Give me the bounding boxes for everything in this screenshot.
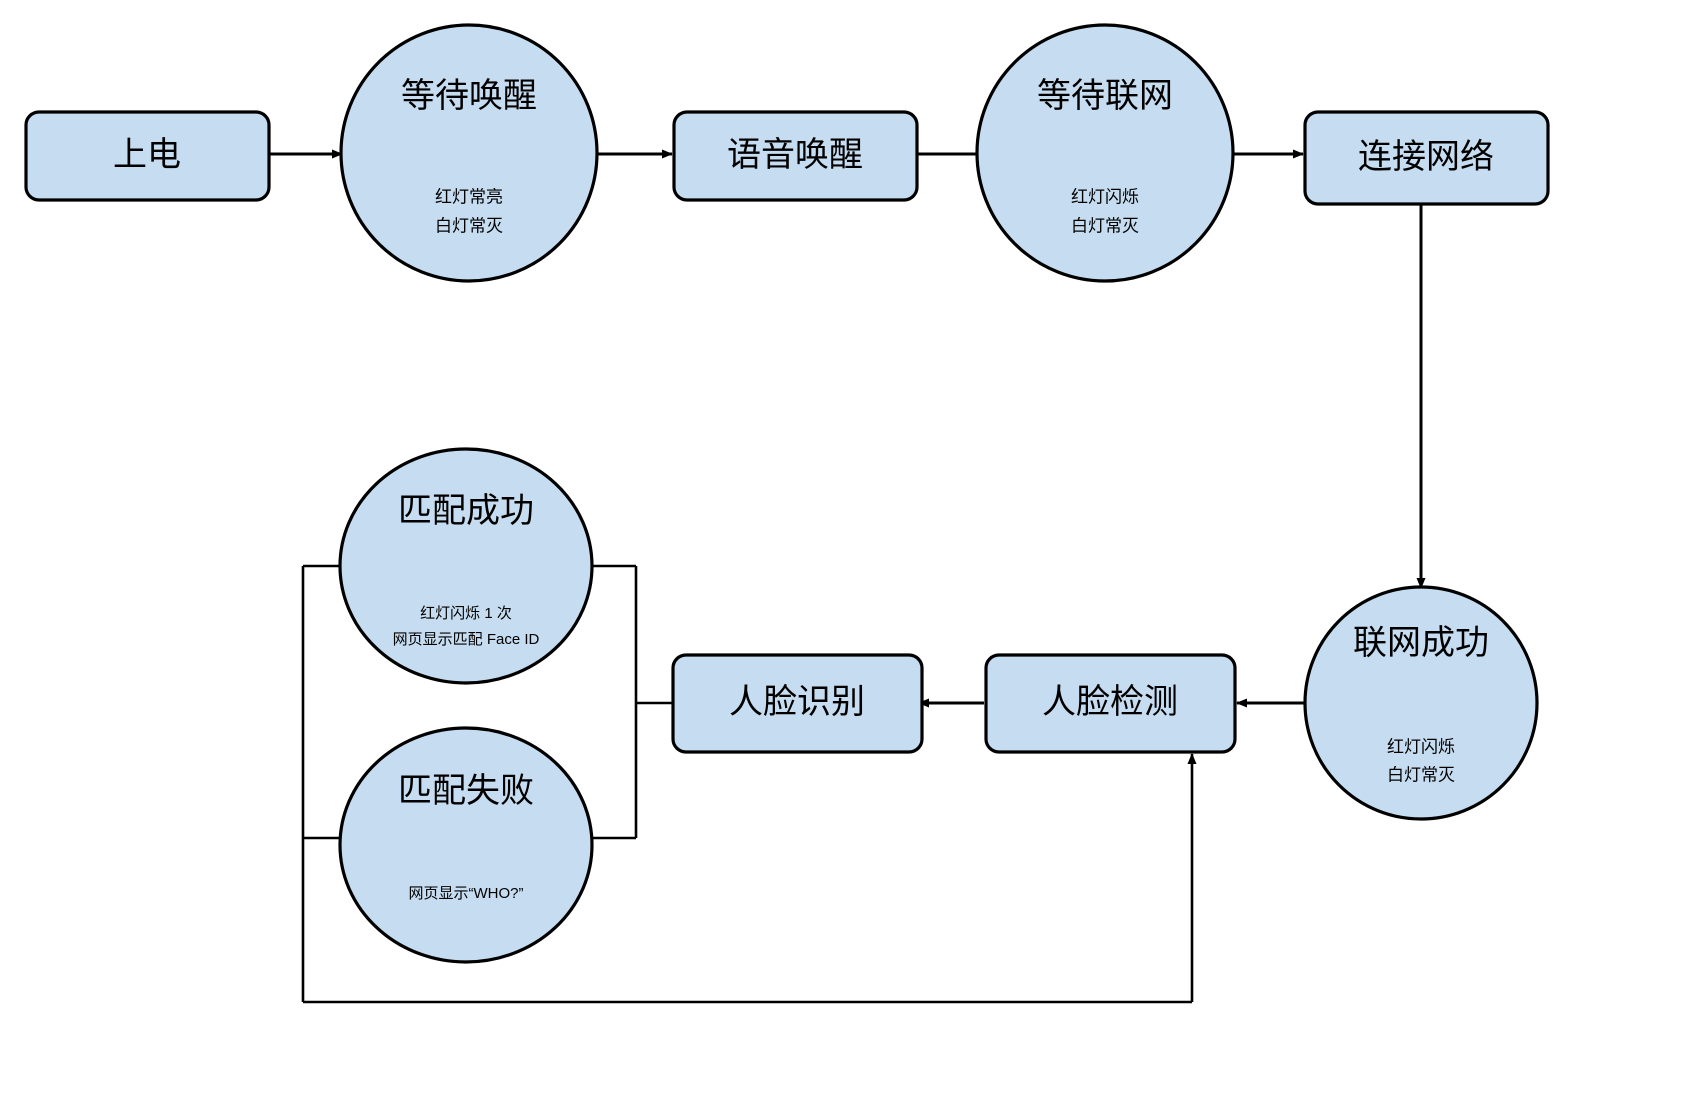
node-network-success-sub-2: 白灯常灭 [1387,765,1455,784]
node-network-success-shape[interactable] [1303,585,1539,821]
node-match-fail-shape[interactable] [338,726,594,964]
node-voice-wakeup-label: 语音唤醒 [727,136,863,174]
node-power-on-label: 上电 [113,136,181,174]
node-voice-wakeup[interactable]: 语音唤醒 [672,110,919,202]
node-face-detect-shape[interactable] [984,653,1237,754]
node-connect-network-label: 连接网络 [1358,138,1494,176]
node-wait-network-sub-1: 红灯闪烁 [1071,187,1139,206]
node-match-success[interactable]: 匹配成功 红灯闪烁 1 次 网页显示匹配 Face ID [338,447,594,685]
node-wait-network-label: 等待联网 [1037,77,1173,115]
node-face-recognize-shape[interactable] [671,653,924,754]
node-wait-wakeup-label: 等待唤醒 [401,77,537,115]
node-match-fail[interactable]: 匹配失败 网页显示“WHO?” [338,726,594,964]
node-face-detect[interactable]: 人脸检测 [984,653,1237,754]
node-wait-wakeup[interactable]: 等待唤醒 红灯常亮 白灯常灭 [339,23,599,283]
node-power-on[interactable]: 上电 [24,110,271,202]
node-power-on-shape[interactable] [24,110,271,202]
node-match-success-shape[interactable] [338,447,594,685]
node-network-success-label: 联网成功 [1353,624,1489,662]
node-wait-network-sub-2: 白灯常灭 [1071,216,1139,235]
node-match-success-sub-2: 网页显示匹配 Face ID [393,631,540,648]
node-face-recognize[interactable]: 人脸识别 [671,653,924,754]
node-match-fail-sub-1: 网页显示“WHO?” [409,885,524,902]
node-match-success-label: 匹配成功 [398,492,534,530]
node-face-detect-label: 人脸检测 [1042,683,1178,721]
node-network-success-sub-1: 红灯闪烁 [1387,737,1455,756]
node-face-recognize-label: 人脸识别 [729,683,865,721]
node-match-fail-label: 匹配失败 [398,772,534,810]
node-wait-wakeup-shape[interactable] [339,23,599,283]
node-wait-network-shape[interactable] [975,23,1235,283]
edge-layer [269,149,1426,1004]
node-wait-network[interactable]: 等待联网 红灯闪烁 白灯常灭 [975,23,1235,283]
node-voice-wakeup-shape[interactable] [672,110,919,202]
node-connect-network[interactable]: 连接网络 [1303,110,1550,206]
node-wait-wakeup-sub-2: 白灯常灭 [435,216,503,235]
node-wait-wakeup-sub-1: 红灯常亮 [435,187,503,206]
node-connect-network-shape[interactable] [1303,110,1550,206]
node-match-success-sub-1: 红灯闪烁 1 次 [420,605,512,622]
node-network-success[interactable]: 联网成功 红灯闪烁 白灯常灭 [1303,585,1539,821]
